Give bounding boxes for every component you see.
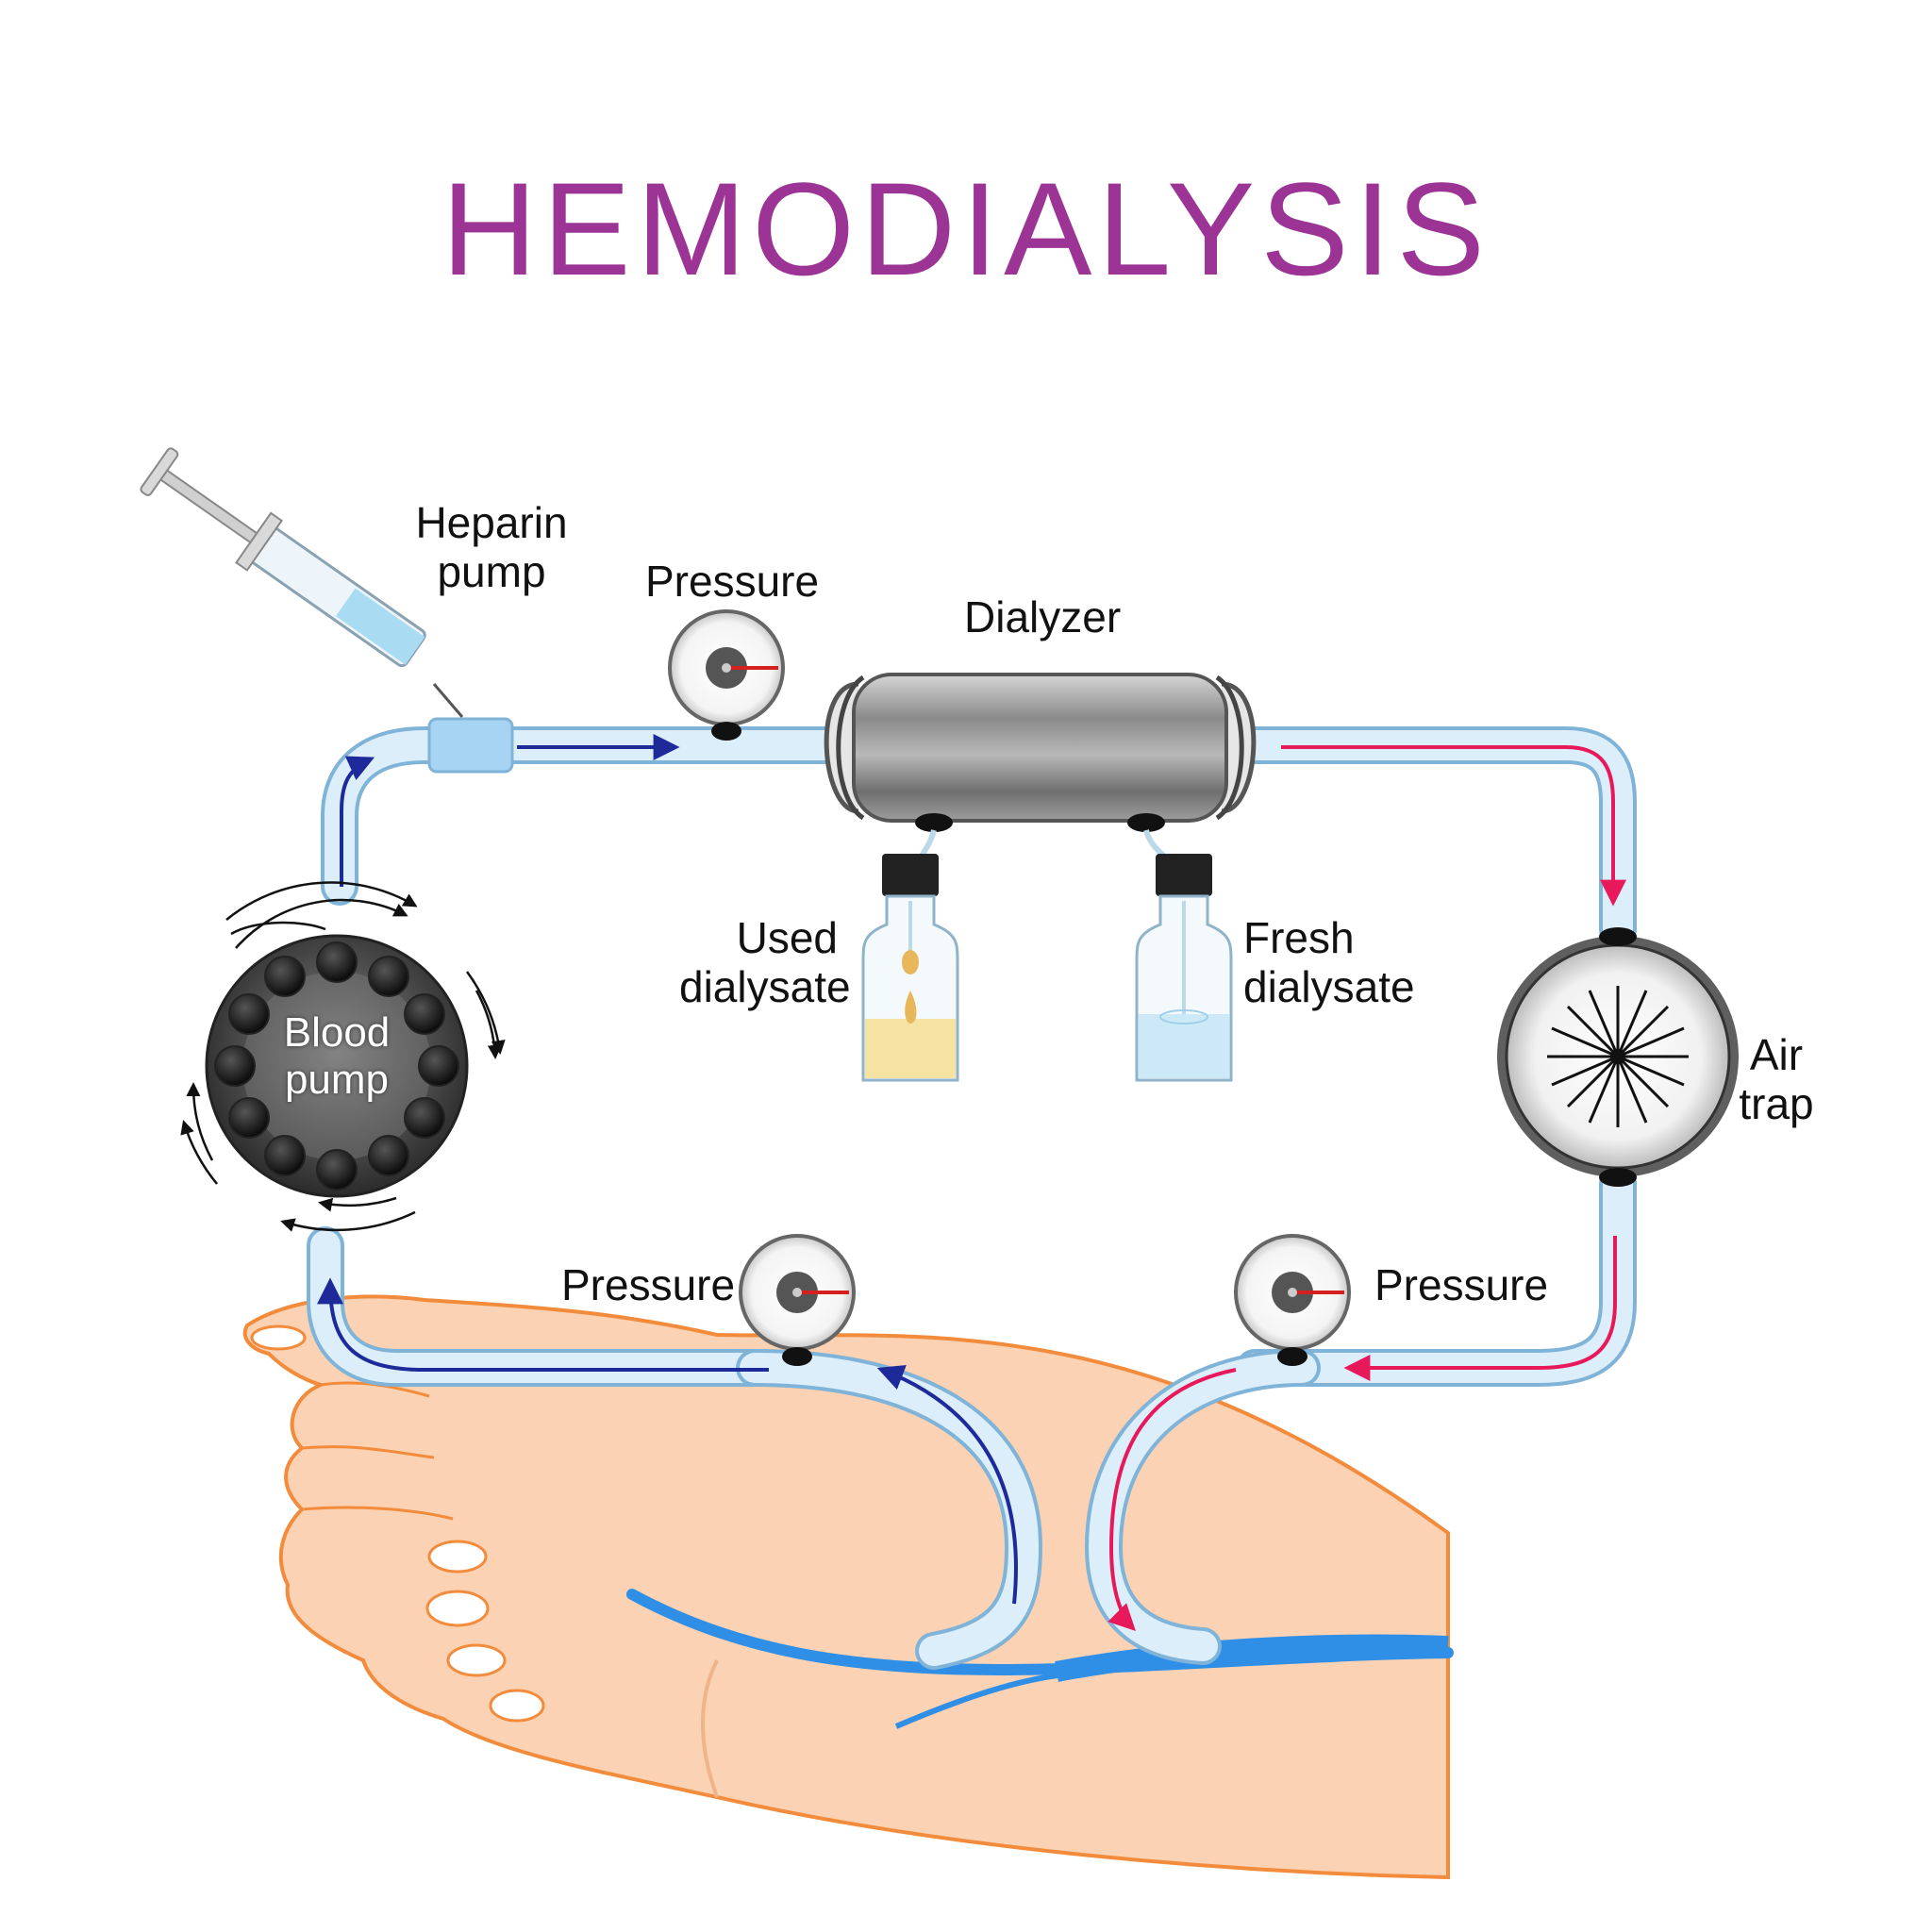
fresh-dialysate-label-line1: Fresh [1243,913,1355,962]
fresh-dialysate-label-line2: dialysate [1243,962,1415,1011]
used-dialysate-label: Used dialysate [679,913,851,1011]
air-trap-label-line2: trap [1739,1079,1814,1128]
pressure-gauge-icon [668,609,785,741]
dialysate-bottle-icon [861,829,959,1082]
blood-pump-label: Blood pump [271,1009,403,1104]
used-dialysate-label-line1: Used [736,913,838,962]
fresh-dialysate-label: Fresh dialysate [1243,913,1415,1011]
air-trap-label-line1: Air [1749,1030,1804,1079]
dialyzer-cylinder-icon [824,673,1257,832]
diagram-title: HEMODIALYSIS [441,155,1491,303]
flow-arrows [317,734,1626,1631]
pressure-gauge-icon [1234,1234,1351,1366]
blood-pump-label-line1: Blood [283,1009,391,1056]
heparin-pump-label: Heparin pump [411,498,572,596]
pressure-label-bottom-left: Pressure [561,1260,736,1309]
pressure-label-bottom-right: Pressure [1374,1260,1549,1309]
dialysate-bottle-icon [1135,829,1233,1082]
pressure-gauge-icon [739,1234,856,1366]
dialyzer-label: Dialyzer [964,592,1122,641]
syringe-icon [140,447,464,718]
air-trap-label: Air trap [1734,1030,1819,1128]
used-dialysate-label-line2: dialysate [679,962,851,1011]
vein [626,1589,1454,1729]
heparin-connector [427,717,514,774]
blood-pump-icon [180,881,506,1232]
air-trap-icon [1497,927,1739,1187]
blood-pump-label-line2: pump [284,1057,390,1103]
heparin-pump-label-line1: Heparin [415,498,568,547]
heparin-pump-label-line2: pump [437,547,546,596]
pressure-label-top: Pressure [645,557,820,606]
